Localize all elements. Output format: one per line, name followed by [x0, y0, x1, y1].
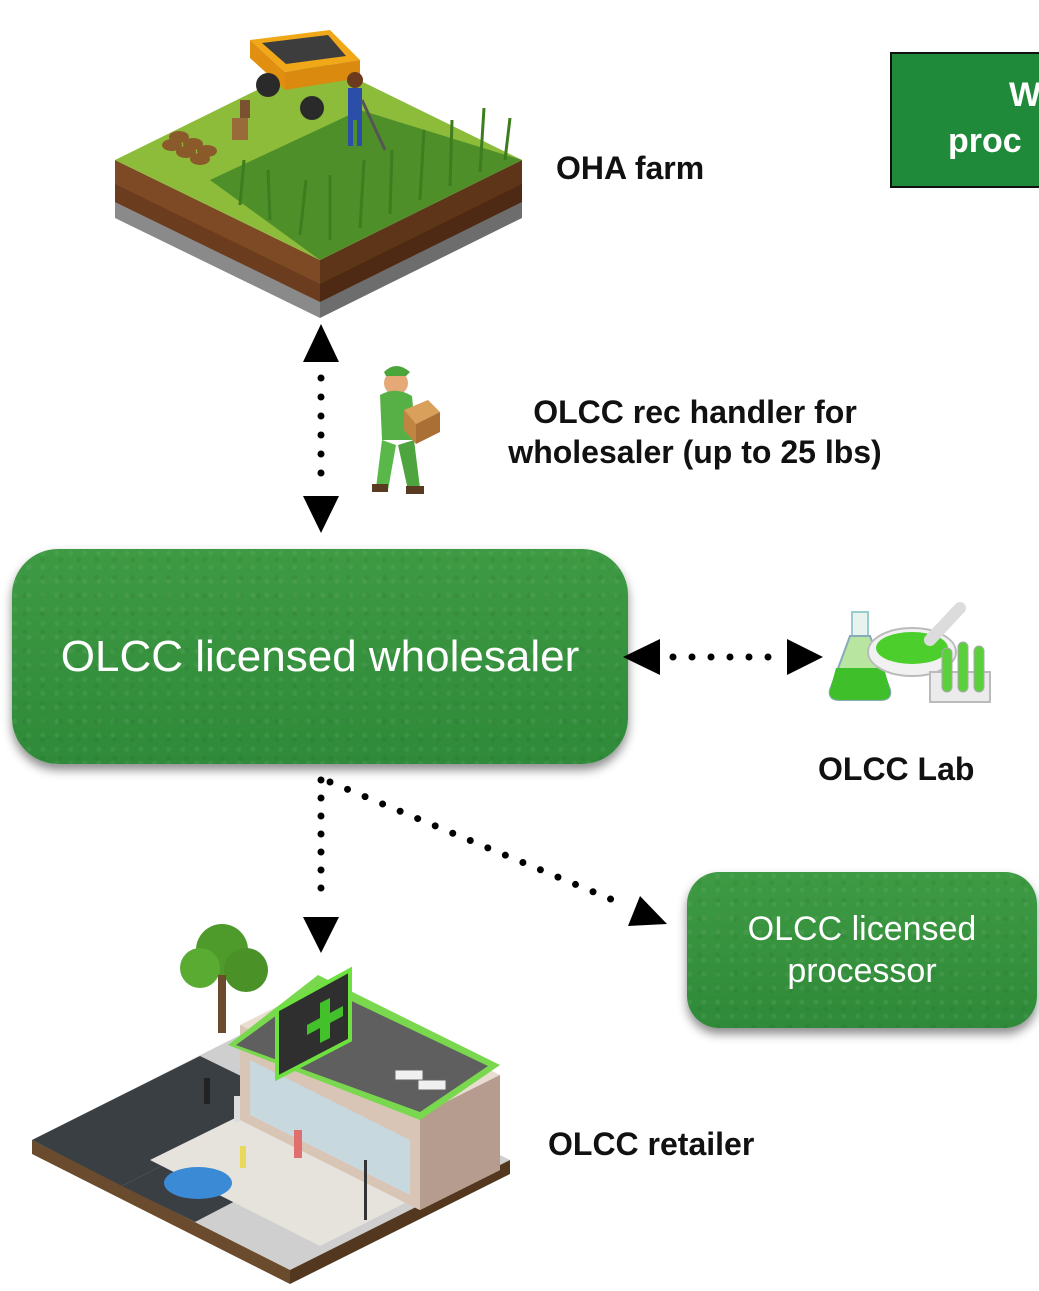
- title-line-1: W: [1009, 76, 1039, 114]
- arrowhead-left-icon: [623, 639, 660, 675]
- handler-label: OLCC rec handler for wholesaler (up to 2…: [470, 392, 920, 472]
- handler-label-line-2: wholesaler (up to 25 lbs): [508, 434, 882, 470]
- wholesaler-processor-connector: [326, 778, 667, 926]
- wholesaler-lab-connector: [623, 639, 823, 675]
- processor-label-line-1: OLCC licensed: [747, 910, 977, 948]
- retailer-label: OLCC retailer: [548, 1126, 755, 1162]
- wholesaler-label: OLCC licensed wholesaler: [60, 631, 580, 681]
- processor-box: OLCC licensed processor: [687, 872, 1037, 1028]
- wholesaler-retailer-connector: [303, 776, 339, 953]
- farm-wholesaler-connector: [303, 324, 339, 533]
- processor-label-line-2: processor: [787, 952, 937, 990]
- arrowhead-diag-icon: [628, 896, 667, 926]
- dispensary-store-icon: [32, 924, 510, 1284]
- arrowhead-up-icon: [303, 324, 339, 362]
- arrowhead-down-icon: [303, 496, 339, 533]
- wholesaler-box: OLCC licensed wholesaler: [12, 549, 628, 764]
- farm-icon: [115, 30, 522, 318]
- handler-label-line-1: OLCC rec handler for: [533, 394, 857, 430]
- arrowhead-down-icon: [303, 917, 339, 953]
- title-box: W proc: [890, 52, 1039, 188]
- lab-label: OLCC Lab: [818, 751, 975, 787]
- farm-label: OHA farm: [556, 150, 705, 186]
- lab-equipment-icon: [828, 602, 991, 703]
- title-line-2: proc: [948, 122, 1022, 160]
- arrowhead-right-icon: [787, 639, 823, 675]
- delivery-worker-icon: [372, 366, 440, 494]
